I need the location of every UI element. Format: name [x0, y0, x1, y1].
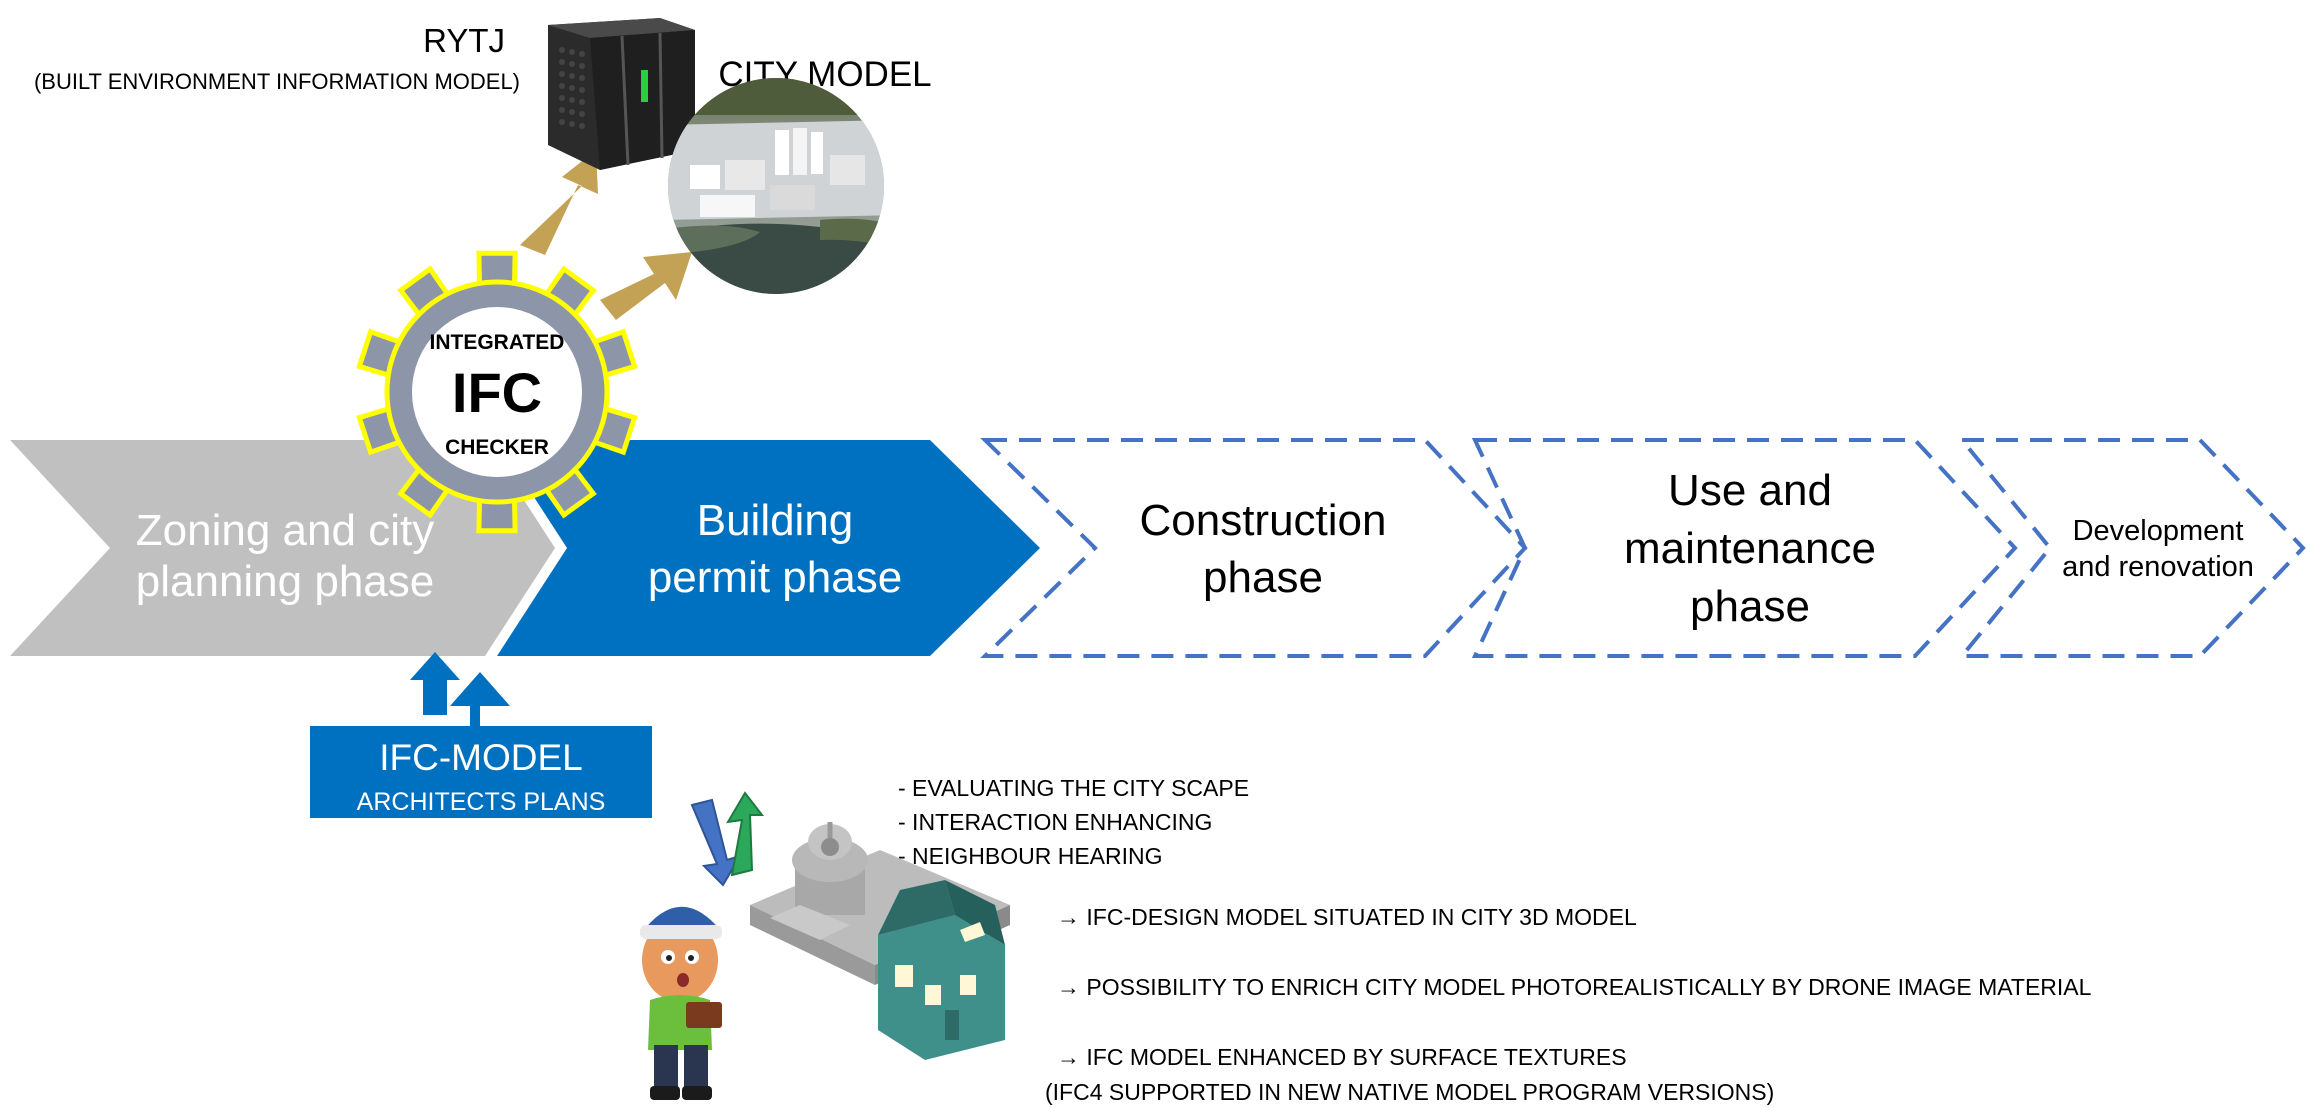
phase-building-permit-line1: Building	[697, 496, 854, 545]
arrow-to-city-model	[600, 252, 692, 320]
note-item: → IFC MODEL ENHANCED BY SURFACE TEXTURES	[1057, 1044, 1627, 1070]
bullet-list: - EVALUATING THE CITY SCAPE - INTERACTIO…	[898, 775, 1249, 869]
ifc-model-title: IFC-MODEL	[379, 737, 583, 778]
arrow-to-rytj	[520, 150, 598, 255]
note-item: → IFC-DESIGN MODEL SITUATED IN CITY 3D M…	[1057, 904, 1637, 930]
phase-zoning-line2: planning phase	[136, 557, 434, 606]
gear-label-middle: IFC	[452, 361, 542, 424]
phase-construction-line2: phase	[1203, 553, 1323, 602]
phase-development: Development and renovation	[1957, 438, 2306, 658]
gear-label-bottom: CHECKER	[445, 436, 549, 459]
gear-label-top: INTEGRATED	[430, 331, 565, 354]
phase-zoning-line1: Zoning and city	[136, 506, 434, 555]
phase-construction: Construction phase	[980, 438, 1528, 658]
phase-development-line1: Development	[2073, 515, 2244, 547]
phase-use-maintenance: Use and maintenance phase	[1471, 438, 2018, 658]
server-tower-icon	[548, 18, 695, 170]
phase-use-maintenance-line1: Use and	[1668, 466, 1832, 515]
phase-construction-line1: Construction	[1139, 496, 1386, 545]
note-item: → POSSIBILITY TO ENRICH CITY MODEL PHOTO…	[1057, 974, 2092, 1000]
note-item: (IFC4 SUPPORTED IN NEW NATIVE MODEL PROG…	[1045, 1079, 1774, 1105]
bullet-item: - NEIGHBOUR HEARING	[898, 843, 1163, 869]
ifc-model-box: IFC-MODEL ARCHITECTS PLANS	[310, 652, 652, 818]
integrated-ifc-checker-gear: INTEGRATED IFC CHECKER	[356, 250, 638, 534]
phase-building-permit-line2: permit phase	[648, 553, 902, 602]
exchange-arrows-icon	[690, 791, 765, 887]
phase-use-maintenance-line3: phase	[1690, 582, 1810, 631]
phase-use-maintenance-line2: maintenance	[1624, 524, 1876, 573]
bullet-item: - INTERACTION ENHANCING	[898, 809, 1212, 835]
city-model-image	[668, 78, 884, 294]
notes-list: → IFC-DESIGN MODEL SITUATED IN CITY 3D M…	[1045, 904, 2092, 1105]
bullet-item: - EVALUATING THE CITY SCAPE	[898, 775, 1249, 801]
phase-development-line2: and renovation	[2062, 551, 2254, 583]
person-reading-with-3d-model-icon	[640, 822, 1010, 1100]
phase-building-permit: Building permit phase	[497, 440, 1040, 656]
ifc-model-subtitle: ARCHITECTS PLANS	[357, 788, 606, 816]
rytj-title: RYTJ	[423, 22, 505, 59]
rytj-subtitle: (BUILT ENVIRONMENT INFORMATION MODEL)	[34, 69, 520, 94]
